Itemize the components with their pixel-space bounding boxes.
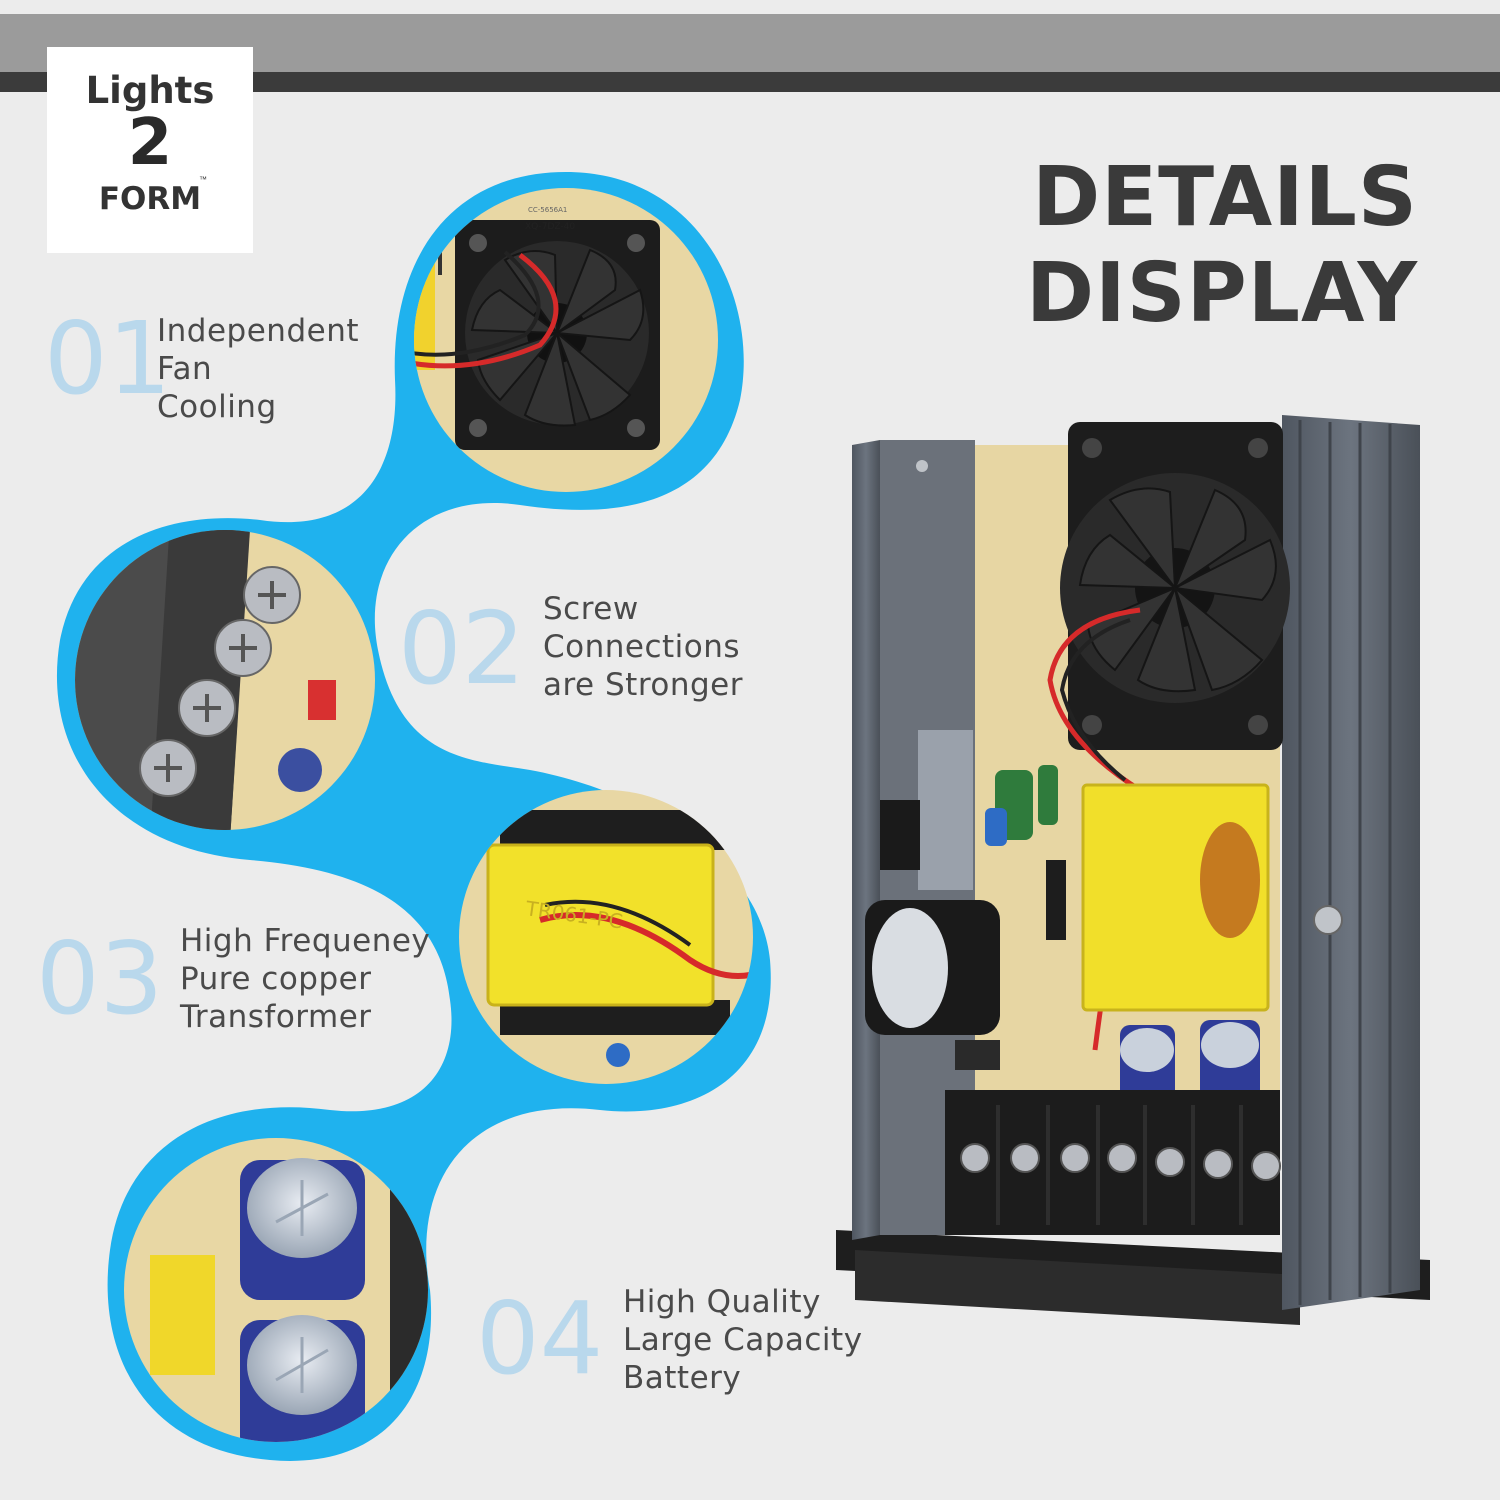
feature-3-line-2: Pure copper xyxy=(180,961,372,997)
feature-2-line-3: are Stronger xyxy=(543,667,743,703)
feature-2-line-2: Connections xyxy=(543,629,741,665)
feature-number-03: 03 xyxy=(36,920,164,1037)
blue-wave-band xyxy=(56,172,771,1461)
feature-1-line-3: Cooling xyxy=(157,389,277,425)
logo-text-form: FORM xyxy=(98,181,202,217)
page-title: DETAILS DISPLAY xyxy=(1026,150,1418,342)
feature-4-line-1: High Quality xyxy=(623,1284,821,1320)
logo-text-lights: Lights xyxy=(85,69,215,112)
feature-number-02: 02 xyxy=(398,590,526,707)
feature-number-01: 01 xyxy=(44,300,172,417)
feature-4-line-3: Battery xyxy=(623,1360,742,1396)
power-supply-product-photo xyxy=(836,415,1430,1325)
feature-3-line-1: High Frequeney xyxy=(180,923,431,959)
feature-text-screw-connections: Screw Connections are Stronger xyxy=(543,590,743,704)
feature-4-line-2: Large Capacity xyxy=(623,1322,863,1358)
feature-number-04: 04 xyxy=(476,1280,604,1397)
feature-text-transformer: High Frequeney Pure copper Transformer xyxy=(180,922,430,1036)
logo-text-2: 2 xyxy=(127,106,173,180)
logo-trademark: ™ xyxy=(199,175,207,184)
brand-logo: Lights 2 FORM ™ xyxy=(47,47,253,253)
feature-2-line-1: Screw xyxy=(543,591,639,627)
feature-1-line-1: Independent xyxy=(157,313,359,349)
feature-text-battery: High Quality Large Capacity Battery xyxy=(623,1283,863,1397)
fan-model-code: XQ-7DZ-40 xyxy=(525,222,575,232)
feature-text-fan-cooling: Independent Fan Cooling xyxy=(157,312,359,426)
feature-3-line-3: Transformer xyxy=(180,999,372,1035)
pcb-model-code: CC-5656A1 xyxy=(528,206,567,214)
top-dark-bar xyxy=(0,72,1500,92)
title-line-2: DISPLAY xyxy=(1026,246,1418,341)
title-line-1: DETAILS xyxy=(1032,150,1418,245)
feature-1-line-2: Fan xyxy=(157,351,213,387)
